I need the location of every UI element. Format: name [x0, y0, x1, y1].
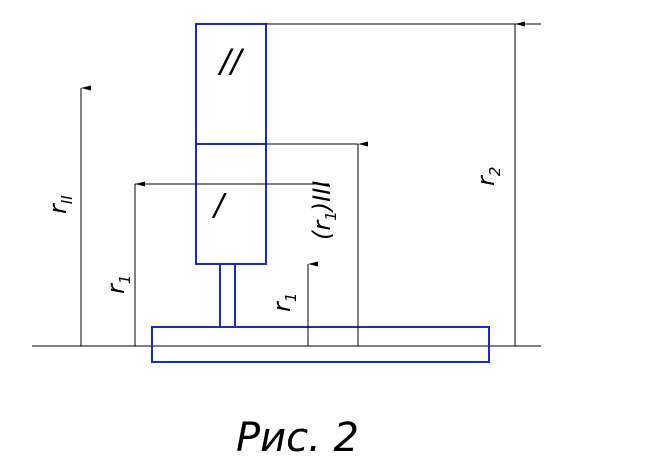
box-upper-label: // [217, 42, 245, 80]
label-r1-iii: (r1)III [308, 181, 340, 240]
base-plate [151, 326, 490, 363]
figure-caption: Рис. 2 [236, 415, 359, 461]
svg-text:r1: r1 [268, 293, 300, 312]
stem [219, 263, 236, 328]
label-r-ii: rII [44, 195, 76, 214]
label-r1-left: r1 [102, 275, 134, 294]
label-r2: r2 [472, 167, 504, 186]
svg-text:r1: r1 [102, 275, 134, 294]
svg-text:rII: rII [44, 195, 76, 214]
box-lower-label: / [211, 188, 227, 223]
svg-text:r2: r2 [472, 167, 504, 186]
label-r1-mid: r1 [268, 293, 300, 312]
svg-text:(r1)III: (r1)III [308, 181, 340, 240]
